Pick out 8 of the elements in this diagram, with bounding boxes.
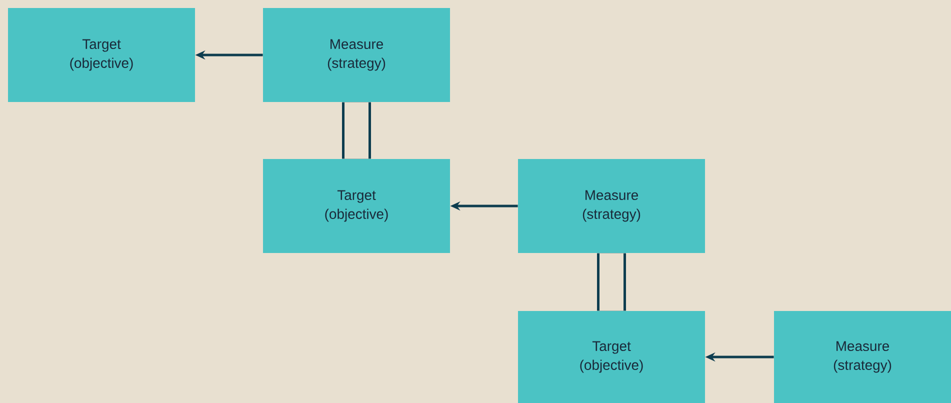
process-box: Target (objective) [8, 8, 195, 102]
process-box: Measure (strategy) [263, 8, 450, 102]
process-box: Target (objective) [518, 311, 705, 403]
double-line [597, 253, 626, 311]
process-box: Measure (strategy) [774, 311, 951, 403]
process-box: Measure (strategy) [518, 159, 705, 253]
double-line [342, 102, 371, 159]
process-box: Target (objective) [263, 159, 450, 253]
